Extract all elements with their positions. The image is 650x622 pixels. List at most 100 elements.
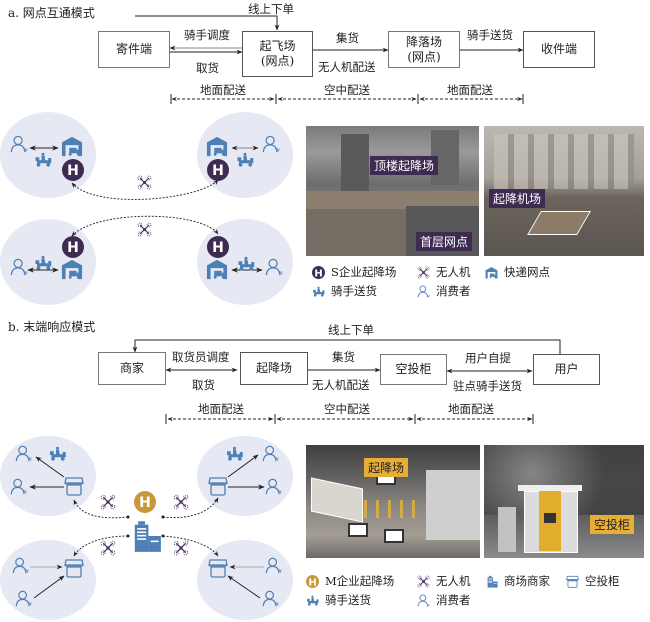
rider-deliver-label-b: 驻点骑手送货 <box>453 379 522 393</box>
merchant-box: 商家 <box>98 352 166 385</box>
svg-text:H: H <box>314 268 322 279</box>
takeoff-label: 起飞场 <box>259 39 296 53</box>
legend-label: 空投柜 <box>585 574 620 588</box>
pickup-label-a: 取货 <box>196 61 219 75</box>
collect-label-a: 集货 <box>336 31 359 45</box>
segment-ground-label: 地面配送 <box>448 402 494 416</box>
online-order-label-a: 线上下单 <box>248 2 294 16</box>
rooftop-pad-photo: 顶楼起降场 首层网点 <box>306 126 479 256</box>
drone-airport-tag: 起降机场 <box>489 189 546 208</box>
segment-ground-label: 地面配送 <box>200 83 246 97</box>
pad-box: 起降场 <box>240 352 308 385</box>
hub-h-icon: H <box>207 236 229 258</box>
legend-label: 骑手送货 <box>331 284 377 298</box>
zone-circle <box>0 540 96 620</box>
section-a-title: a. 网点互通模式 <box>8 6 95 20</box>
legend-label: 消费者 <box>436 593 471 607</box>
online-order-arrow-a <box>135 15 280 31</box>
drone-route <box>71 179 219 200</box>
hub-h-icon: H <box>134 491 156 513</box>
legend-label: 无人机 <box>436 265 471 279</box>
drone-airport-photo: 起降机场 <box>484 126 644 256</box>
legend-item-consumer: 消费者 <box>417 283 471 299</box>
svg-text:H: H <box>67 163 79 179</box>
drone-icon <box>137 175 152 190</box>
air-locker-photo: 空投柜 <box>484 445 644 558</box>
drone-icon <box>417 575 430 588</box>
svg-text:H: H <box>308 577 316 588</box>
rider-icon <box>312 285 325 298</box>
legend-item-rider: 骑手送货 <box>306 592 371 608</box>
svg-text:H: H <box>139 495 151 511</box>
segment-air-label: 空中配送 <box>324 83 370 97</box>
svg-text:H: H <box>212 163 224 179</box>
receiver-label: 收件端 <box>540 42 577 56</box>
sender-label: 寄件端 <box>115 42 152 56</box>
drone-icon <box>417 266 430 279</box>
takeoff-sublabel: (网点) <box>260 54 295 68</box>
merchant-label: 商家 <box>119 361 144 375</box>
online-order-arrow-b <box>132 339 561 356</box>
landing-pad-photo: 起降场 <box>306 445 480 558</box>
legend-item-drone: 无人机 <box>417 573 471 589</box>
legend-item-rider: 骑手送货 <box>312 283 377 299</box>
legend-label: 消费者 <box>436 284 471 298</box>
takeoff-box: 起飞场 (网点) <box>242 31 313 77</box>
legend-label: 无人机 <box>436 574 471 588</box>
segment-ground-label: 地面配送 <box>447 83 493 97</box>
locker-box: 空投柜 <box>380 354 447 385</box>
mall-icon <box>134 521 161 552</box>
locker-icon <box>566 575 579 588</box>
hub-h-icon: H <box>62 159 84 181</box>
consumer-icon <box>417 594 430 607</box>
hub-h-icon: H <box>62 236 84 258</box>
legend-item-hub: H S企业起降场 <box>312 264 396 280</box>
pickup-label-b: 取货 <box>192 378 215 392</box>
legend-label: M企业起降场 <box>325 574 395 588</box>
rider-icon <box>306 594 319 607</box>
sender-box: 寄件端 <box>98 31 170 68</box>
drone-icon <box>100 494 116 510</box>
legend-item-drone: 无人机 <box>417 264 471 280</box>
courier-dispatch-label: 取货员调度 <box>172 350 230 364</box>
zone-circle <box>197 436 293 516</box>
rider-dispatch-label: 骑手调度 <box>184 28 230 42</box>
legend-item-consumer: 消费者 <box>417 592 471 608</box>
online-order-label-b: 线上下单 <box>328 323 374 337</box>
collect-label-b: 集货 <box>332 350 355 364</box>
landing-label: 降落场 <box>405 34 442 49</box>
legend-item-hub: H M企业起降场 <box>306 573 394 589</box>
hub-h-icon: H <box>312 265 325 279</box>
consumer-icon <box>417 285 430 298</box>
locker-label: 空投柜 <box>395 362 432 376</box>
self-pickup-label: 用户自提 <box>465 351 511 365</box>
legend-label: 商场商家 <box>504 574 550 588</box>
landing-sublabel: (网点) <box>407 49 441 64</box>
zone-circle <box>197 540 293 620</box>
segment-ground-label: 地面配送 <box>198 402 244 416</box>
air-locker-tag: 空投柜 <box>590 515 635 534</box>
section-b-title: b. 末端响应模式 <box>8 320 96 334</box>
legend-label: S企业起降场 <box>331 265 397 279</box>
receiver-box: 收件端 <box>523 31 595 68</box>
legend-item-mall: 商场商家 <box>485 573 550 589</box>
rider-deliver-label-a: 骑手送货 <box>467 28 513 42</box>
landing-pad-tag: 起降场 <box>364 458 409 477</box>
segment-air-label: 空中配送 <box>324 402 370 416</box>
ground-depot-tag: 首层网点 <box>416 232 473 251</box>
drone-route <box>71 215 219 237</box>
svg-text:H: H <box>67 240 79 256</box>
user-box: 用户 <box>533 354 600 385</box>
depot-icon <box>485 266 498 279</box>
drone-icon <box>100 540 116 556</box>
hub-h-icon: H <box>306 574 319 588</box>
hub-h-icon: H <box>207 159 229 181</box>
legend-label: 骑手送货 <box>325 593 371 607</box>
svg-text:H: H <box>212 240 224 256</box>
rooftop-pad-tag: 顶楼起降场 <box>370 156 439 175</box>
drone-icon <box>173 540 189 556</box>
drone-delivery-label-a: 无人机配送 <box>318 60 376 74</box>
drone-icon <box>173 494 189 510</box>
legend-item-locker: 空投柜 <box>566 573 620 589</box>
